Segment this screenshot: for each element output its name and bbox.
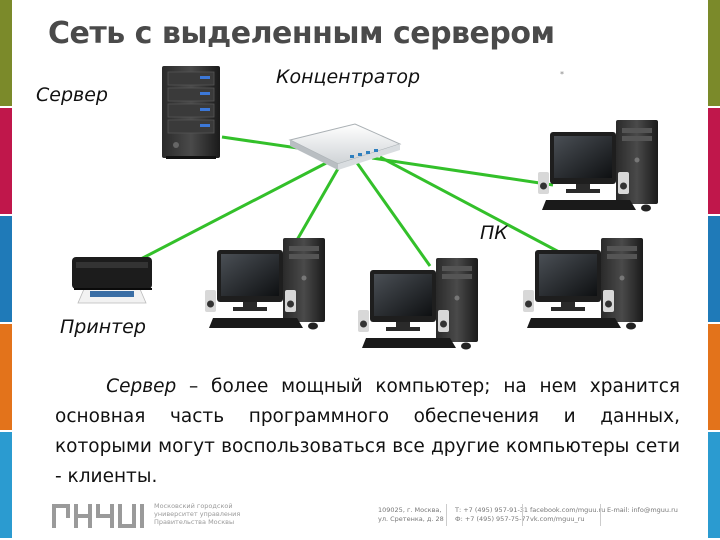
- server-tower-icon: [162, 66, 220, 159]
- footer-phones: Т: +7 (495) 957-91-31 Ф: +7 (495) 957-75…: [455, 506, 530, 524]
- hub-icon: [290, 124, 400, 170]
- pc-workstation-icon: [205, 238, 325, 330]
- footer-email[interactable]: E-mail: info@mguu.ru: [607, 506, 678, 515]
- star-mark: *: [560, 70, 564, 79]
- footer-address: 109025, г. Москва, ул. Сретенка, д. 28: [378, 506, 444, 524]
- university-logo: [52, 502, 148, 530]
- footer-divider: [600, 504, 601, 526]
- link-hub-pc-1: [293, 160, 343, 247]
- printer-icon: [72, 257, 152, 303]
- pc-label: ПК: [480, 222, 508, 244]
- hub-label: Концентратор: [276, 66, 420, 88]
- footer-divider: [446, 504, 447, 526]
- footer-social[interactable]: facebook.com/mguu.ru vk.com/mguu_ru: [530, 506, 605, 524]
- pc-workstation-icon: [538, 120, 658, 212]
- pc-workstation-icon: [523, 238, 643, 330]
- pc-workstation-icon: [358, 258, 478, 350]
- definition-term: Сервер: [106, 376, 176, 397]
- network-diagram: [0, 0, 720, 360]
- footer: Московский городской университет управле…: [0, 496, 720, 540]
- university-name: Московский городской университет управле…: [154, 502, 264, 526]
- printer-label: Принтер: [60, 316, 146, 338]
- footer-divider: [522, 504, 523, 526]
- server-definition: Сервер – более мощный компьютер; на нем …: [55, 372, 680, 492]
- server-label: Сервер: [36, 84, 108, 106]
- link-hub-pc-3: [372, 158, 553, 185]
